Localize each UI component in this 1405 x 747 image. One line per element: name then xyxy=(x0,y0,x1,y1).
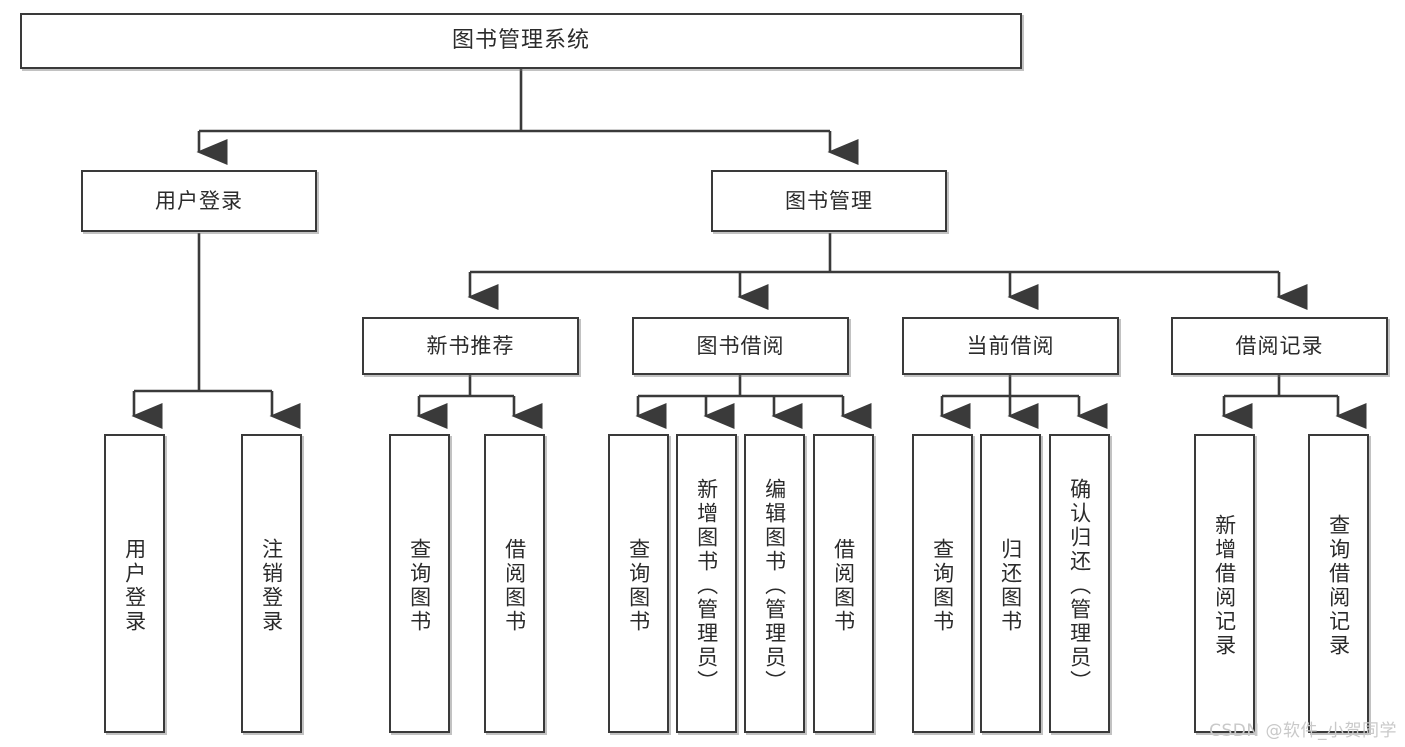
node-leaf-borrow-book-2[interactable]: 借阅图书 xyxy=(813,434,874,733)
node-book-borrow[interactable]: 图书借阅 xyxy=(632,317,849,375)
node-leaf-user-logout[interactable]: 注销登录 xyxy=(241,434,302,733)
node-leaf-confirm-return[interactable]: 确认归还（管理员） xyxy=(1049,434,1110,733)
node-leaf-query-book-3-label: 查询图书 xyxy=(930,537,955,634)
node-current-borrow-label: 当前借阅 xyxy=(966,333,1055,358)
node-leaf-borrow-book-1[interactable]: 借阅图书 xyxy=(484,434,545,733)
node-root-label: 图书管理系统 xyxy=(451,28,590,54)
node-leaf-borrow-book-1-label: 借阅图书 xyxy=(502,537,527,634)
watermark: CSDN @软件_小贺同学 xyxy=(1209,721,1397,741)
node-book-borrow-label: 图书借阅 xyxy=(696,333,785,358)
node-borrow-record[interactable]: 借阅记录 xyxy=(1171,317,1388,375)
node-user-login[interactable]: 用户登录 xyxy=(81,170,317,232)
node-leaf-query-book-3[interactable]: 查询图书 xyxy=(912,434,973,733)
node-user-login-label: 用户登录 xyxy=(155,188,243,213)
node-leaf-query-book-1[interactable]: 查询图书 xyxy=(389,434,450,733)
node-current-borrow[interactable]: 当前借阅 xyxy=(902,317,1119,375)
node-borrow-record-label: 借阅记录 xyxy=(1235,333,1324,358)
node-leaf-user-login[interactable]: 用户登录 xyxy=(104,434,165,733)
node-leaf-query-record-label: 查询借阅记录 xyxy=(1326,513,1351,658)
node-root[interactable]: 图书管理系统 xyxy=(20,13,1022,69)
node-leaf-query-book-2-label: 查询图书 xyxy=(626,537,651,634)
node-leaf-add-record-label: 新增借阅记录 xyxy=(1212,513,1237,658)
node-new-book-recommend[interactable]: 新书推荐 xyxy=(362,317,579,375)
node-leaf-add-book-label: 新增图书（管理员） xyxy=(694,477,719,694)
node-leaf-query-book-1-label: 查询图书 xyxy=(407,537,432,634)
node-leaf-add-record[interactable]: 新增借阅记录 xyxy=(1194,434,1255,733)
node-leaf-user-logout-label: 注销登录 xyxy=(259,537,284,634)
node-leaf-return-book[interactable]: 归还图书 xyxy=(980,434,1041,733)
node-leaf-return-book-label: 归还图书 xyxy=(998,537,1023,634)
node-leaf-confirm-return-label: 确认归还（管理员） xyxy=(1067,477,1092,694)
node-leaf-edit-book[interactable]: 编辑图书（管理员） xyxy=(744,434,805,733)
node-leaf-add-book[interactable]: 新增图书（管理员） xyxy=(676,434,737,733)
node-leaf-borrow-book-2-label: 借阅图书 xyxy=(831,537,856,634)
node-new-book-recommend-label: 新书推荐 xyxy=(426,333,515,358)
node-leaf-edit-book-label: 编辑图书（管理员） xyxy=(762,477,787,694)
node-book-manage-label: 图书管理 xyxy=(785,188,873,213)
node-leaf-query-book-2[interactable]: 查询图书 xyxy=(608,434,669,733)
node-leaf-user-login-label: 用户登录 xyxy=(122,537,147,634)
node-book-manage[interactable]: 图书管理 xyxy=(711,170,947,232)
node-leaf-query-record[interactable]: 查询借阅记录 xyxy=(1308,434,1369,733)
